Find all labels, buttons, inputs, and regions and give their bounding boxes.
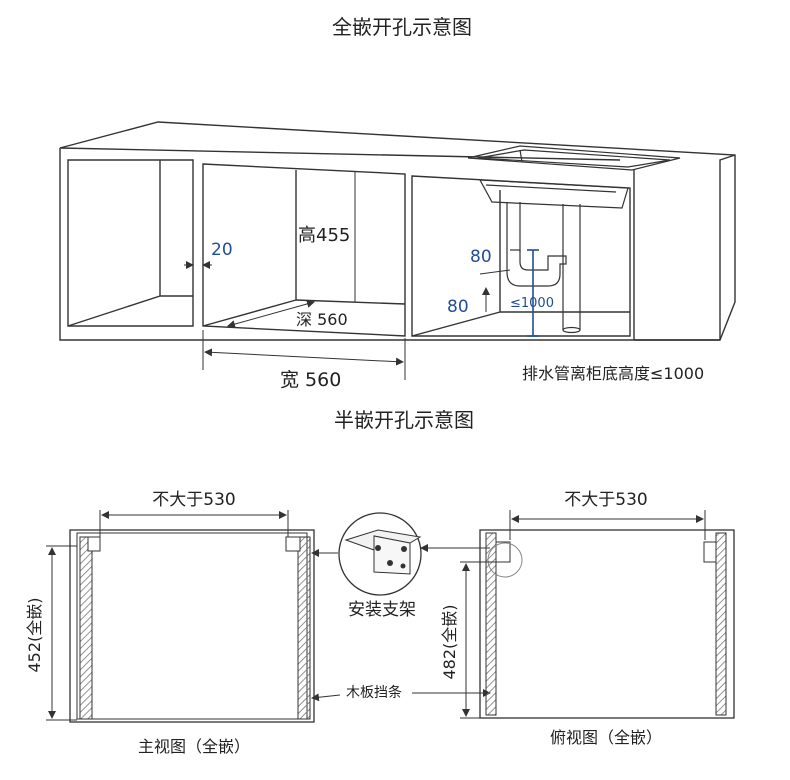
top-view: 不大于530 482(全嵌) 俯视图（全嵌） xyxy=(440,490,735,747)
top-view-caption: 俯视图（全嵌） xyxy=(550,728,662,747)
full-inset-title: 全嵌开孔示意图 xyxy=(332,15,472,39)
top-left-bracket xyxy=(495,541,511,563)
left-bracket xyxy=(87,536,101,552)
width-label: 宽 560 xyxy=(280,369,341,391)
height-label: 高455 xyxy=(298,225,350,246)
front-view-caption: 主视图（全嵌） xyxy=(138,737,250,756)
right-bracket xyxy=(285,536,301,552)
dim-height-455: 高455 xyxy=(298,172,356,302)
dim-pipe-limit: ≤1000 xyxy=(510,249,554,337)
drain-note: 排水管离柜底高度≤1000 xyxy=(522,364,704,383)
right-wood-strip xyxy=(297,536,311,720)
left-wood-strip xyxy=(79,536,93,720)
bracket-detail: 安装支架 xyxy=(311,512,490,620)
top-right-wood-strip xyxy=(715,532,727,716)
front-view: 不大于530 452(全嵌) 主视图（全嵌） xyxy=(25,490,315,756)
sink-basin xyxy=(467,145,681,209)
wood-strip-label: 木板挡条 xyxy=(346,684,402,701)
dim-side-gap-20: 20 xyxy=(184,240,233,269)
dim-pipe-80: 80 80 xyxy=(447,247,511,317)
half-inset-title: 半嵌开孔示意图 xyxy=(334,408,474,432)
pipe-limit-label: ≤1000 xyxy=(510,296,554,311)
depth-label: 深 560 xyxy=(296,310,348,329)
front-width-label: 不大于530 xyxy=(152,490,235,510)
top-height-label: 482(全嵌) xyxy=(440,604,459,679)
dim-depth-560: 深 560 xyxy=(227,300,348,329)
top-right-bracket xyxy=(703,541,717,563)
drain-pipe xyxy=(506,202,581,334)
front-height-label: 452(全嵌) xyxy=(25,597,44,672)
bracket-label: 安装支架 xyxy=(348,600,416,620)
pipe-height-label: 80 xyxy=(447,297,469,317)
top-width-label: 不大于530 xyxy=(564,490,647,510)
dim-width-560: 宽 560 xyxy=(202,330,406,391)
top-left-wood-strip xyxy=(485,532,497,716)
pipe-width-label: 80 xyxy=(470,247,492,267)
side-gap-label: 20 xyxy=(211,240,233,260)
